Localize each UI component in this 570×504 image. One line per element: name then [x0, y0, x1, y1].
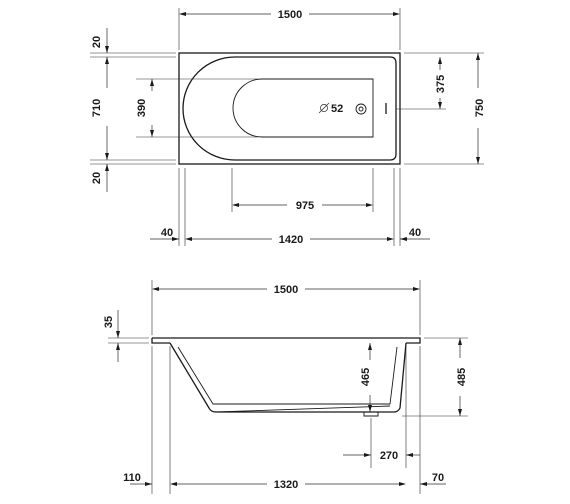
tub-side-shell-inner	[177, 346, 398, 405]
tub-side-shell-outer	[169, 342, 407, 413]
right-overhang-label: 70	[432, 472, 444, 484]
top-overall-width-label: 1500	[278, 9, 302, 21]
drain-diameter-label: 52	[331, 103, 343, 115]
rim-left-label: 40	[161, 227, 173, 239]
left-overhang-label: 110	[123, 472, 141, 484]
side-drain-offset-label: 270	[380, 450, 398, 462]
tub-inner-basin	[182, 56, 397, 161]
side-overall-width-label: 1500	[274, 284, 298, 296]
base-length-label: 1320	[274, 479, 298, 491]
rim-bottom-label: 20	[91, 172, 103, 184]
rim-right-label: 40	[409, 227, 421, 239]
drain-icon	[355, 103, 367, 115]
drain-diameter-callout: 52	[318, 102, 343, 115]
floor-width-label: 390	[136, 99, 148, 117]
side-view: 1500 35 465 485 270	[103, 280, 468, 494]
top-view: 52 1500 20 710 20 390	[90, 8, 486, 246]
tub-floor-outline	[232, 78, 374, 138]
inner-width-label: 1420	[279, 234, 303, 246]
drain-offset-top-label: 375	[435, 75, 447, 93]
inner-depth-label: 710	[91, 99, 103, 117]
rim-height-label: 35	[103, 316, 115, 328]
floor-length-label: 975	[296, 200, 314, 212]
side-drain-icon	[363, 412, 379, 417]
side-overall-height-label: 485	[456, 368, 468, 386]
tub-outer-rim	[178, 52, 401, 165]
top-overall-depth-label: 750	[474, 99, 486, 117]
tub-side-rim	[151, 337, 421, 344]
side-inner-depth-label: 465	[360, 368, 372, 386]
rim-top-label: 20	[91, 36, 103, 48]
